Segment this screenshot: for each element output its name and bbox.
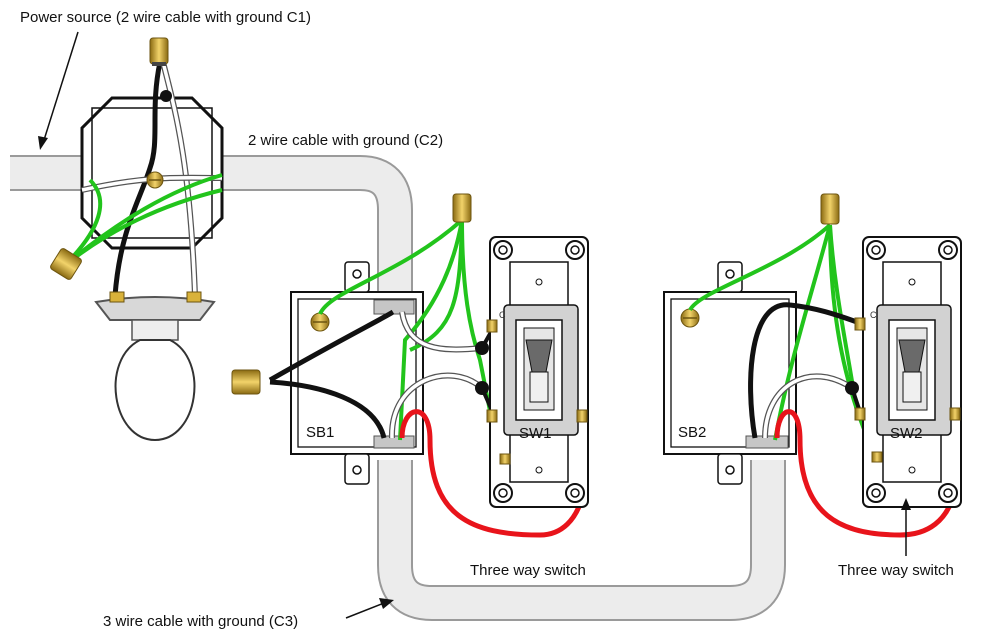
sw2-common-label: C [870,310,877,320]
wire-nut-hot-sb1 [231,369,261,395]
arrow-three-way-switch-2 [901,498,911,556]
label-three-way-switch-1: Three way switch [470,562,586,579]
sw1-common-label: C [499,310,506,320]
sw1-label: SW1 [519,425,552,442]
ground-screw-ceiling [146,171,164,189]
sb2-wires [688,223,960,538]
arrow-power-source [38,31,79,150]
wire-nut-ground-sb2 [820,193,840,225]
splice-dot-sb2 [845,381,859,395]
three-way-switch-sw2 [854,236,962,508]
light-fixture [94,291,216,341]
wire-nut-ground-ceiling [50,248,82,280]
conduit-c1-c2 [10,155,413,300]
wire-nut-ground-sb1 [452,193,472,223]
label-cable-c3: 3 wire cable with ground (C3) [103,613,298,630]
switch-box-sb2 [663,261,797,485]
sb1-label: SB1 [306,424,334,441]
sw2-label: SW2 [890,425,923,442]
splice-dot-ceiling [160,90,172,102]
label-three-way-switch-2: Three way switch [838,562,954,579]
label-power-source: Power source (2 wire cable with ground C… [20,9,311,26]
wire-nut-top [149,37,169,66]
sb2-label: SB2 [678,424,706,441]
three-way-switch-sw1 [486,236,589,508]
label-cable-c2: 2 wire cable with ground (C2) [248,132,443,149]
light-bulb [114,339,196,442]
conduit-c3 [377,460,786,621]
ground-screw-sb1 [310,312,330,332]
splice-dot-sb1-lower [475,381,489,395]
splice-dot-sb1-upper [475,341,489,355]
arrow-cable-c3 [345,598,394,619]
ground-screw-sb2 [680,308,700,328]
